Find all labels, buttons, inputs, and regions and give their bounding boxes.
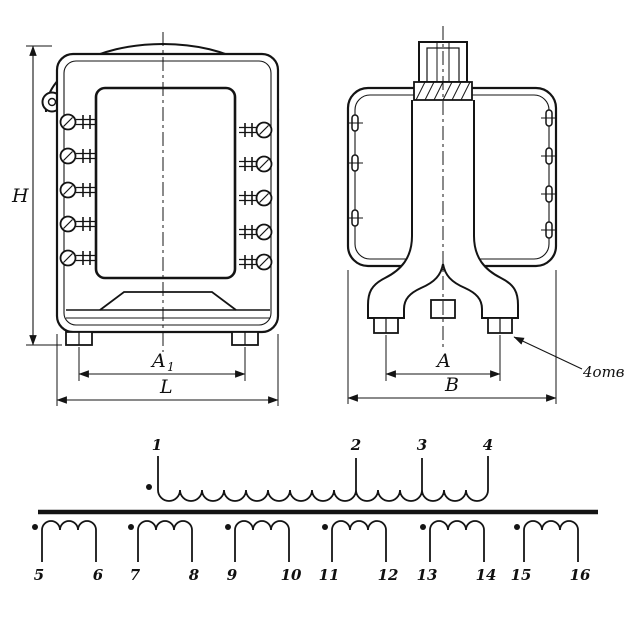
terminal-bolt <box>59 249 96 267</box>
terminal-label-16: 16 <box>570 566 591 584</box>
primary-coil <box>157 489 489 502</box>
terminals-left <box>59 113 96 267</box>
polarity-dot <box>128 524 134 530</box>
dimension-L: L <box>56 334 279 406</box>
terminal-label-2: 2 <box>350 436 361 454</box>
holes-callout: 4отв <box>513 336 625 381</box>
terminal-label-12: 12 <box>378 566 399 584</box>
dimension-A: A <box>385 335 501 381</box>
terminal-label-5: 5 <box>34 566 44 584</box>
terminal-label-11: 11 <box>319 566 340 584</box>
terminal-label-1: 1 <box>152 436 162 454</box>
terminal-label-7: 7 <box>130 566 141 584</box>
terminal-label-13: 13 <box>417 566 438 584</box>
dim-label-B: B <box>444 374 459 396</box>
terminal-label-9: 9 <box>227 566 238 584</box>
dimension-H: H <box>11 45 62 346</box>
holes-callout-label: 4отв <box>582 363 625 381</box>
terminals-right <box>239 121 273 271</box>
dim-label-A: A <box>435 350 451 372</box>
front-view: H A 1 L <box>11 32 280 406</box>
side-view: A B 4отв <box>346 26 625 404</box>
secondary-winding-4: 11 12 <box>319 520 399 584</box>
dim-label-A1-sub: 1 <box>167 360 175 374</box>
terminal-label-8: 8 <box>189 566 200 584</box>
winding-schematic: 1 2 3 4 5 6 7 8 9 10 <box>32 436 598 584</box>
primary-winding: 1 2 3 4 <box>146 436 493 502</box>
secondary-winding-1: 5 6 <box>32 520 104 584</box>
secondary-winding-6: 15 16 <box>511 520 591 584</box>
terminal-label-14: 14 <box>476 566 497 584</box>
dim-label-H: H <box>11 185 29 207</box>
secondary-winding-5: 13 14 <box>417 520 497 584</box>
terminal-bolt <box>239 223 273 241</box>
terminal-bolt <box>59 147 96 165</box>
terminal-bolt <box>239 155 273 173</box>
terminal-label-10: 10 <box>281 566 302 584</box>
polarity-dot <box>225 524 231 530</box>
dim-label-L: L <box>159 376 173 398</box>
terminal-label-15: 15 <box>511 566 532 584</box>
terminal-bolt <box>59 181 96 199</box>
dimension-A1: A 1 <box>78 347 246 381</box>
edge-slots-right <box>541 109 557 239</box>
terminal-bolt <box>239 189 273 207</box>
edge-slots-left <box>347 114 363 227</box>
mounting-feet-front <box>65 331 259 346</box>
secondary-winding-2: 7 8 <box>128 520 200 584</box>
terminal-label-3: 3 <box>417 436 427 454</box>
polarity-dot <box>420 524 426 530</box>
mounting-feet-side <box>373 317 513 334</box>
core-window <box>94 86 237 280</box>
dim-label-A1-base: A <box>150 350 166 372</box>
terminal-bolt <box>59 215 96 233</box>
terminal-bolt <box>59 113 96 131</box>
terminal-bolt <box>239 253 273 271</box>
polarity-dot <box>322 524 328 530</box>
dimension-B: B <box>347 270 557 404</box>
terminal-label-4: 4 <box>483 436 493 454</box>
terminal-bolt <box>239 121 273 139</box>
top-terminal-block <box>413 41 473 101</box>
base-bracket <box>66 291 270 319</box>
secondary-winding-3: 9 10 <box>225 520 302 584</box>
polarity-dot <box>146 484 152 490</box>
polarity-dot <box>514 524 520 530</box>
terminal-label-6: 6 <box>93 566 104 584</box>
polarity-dot <box>32 524 38 530</box>
